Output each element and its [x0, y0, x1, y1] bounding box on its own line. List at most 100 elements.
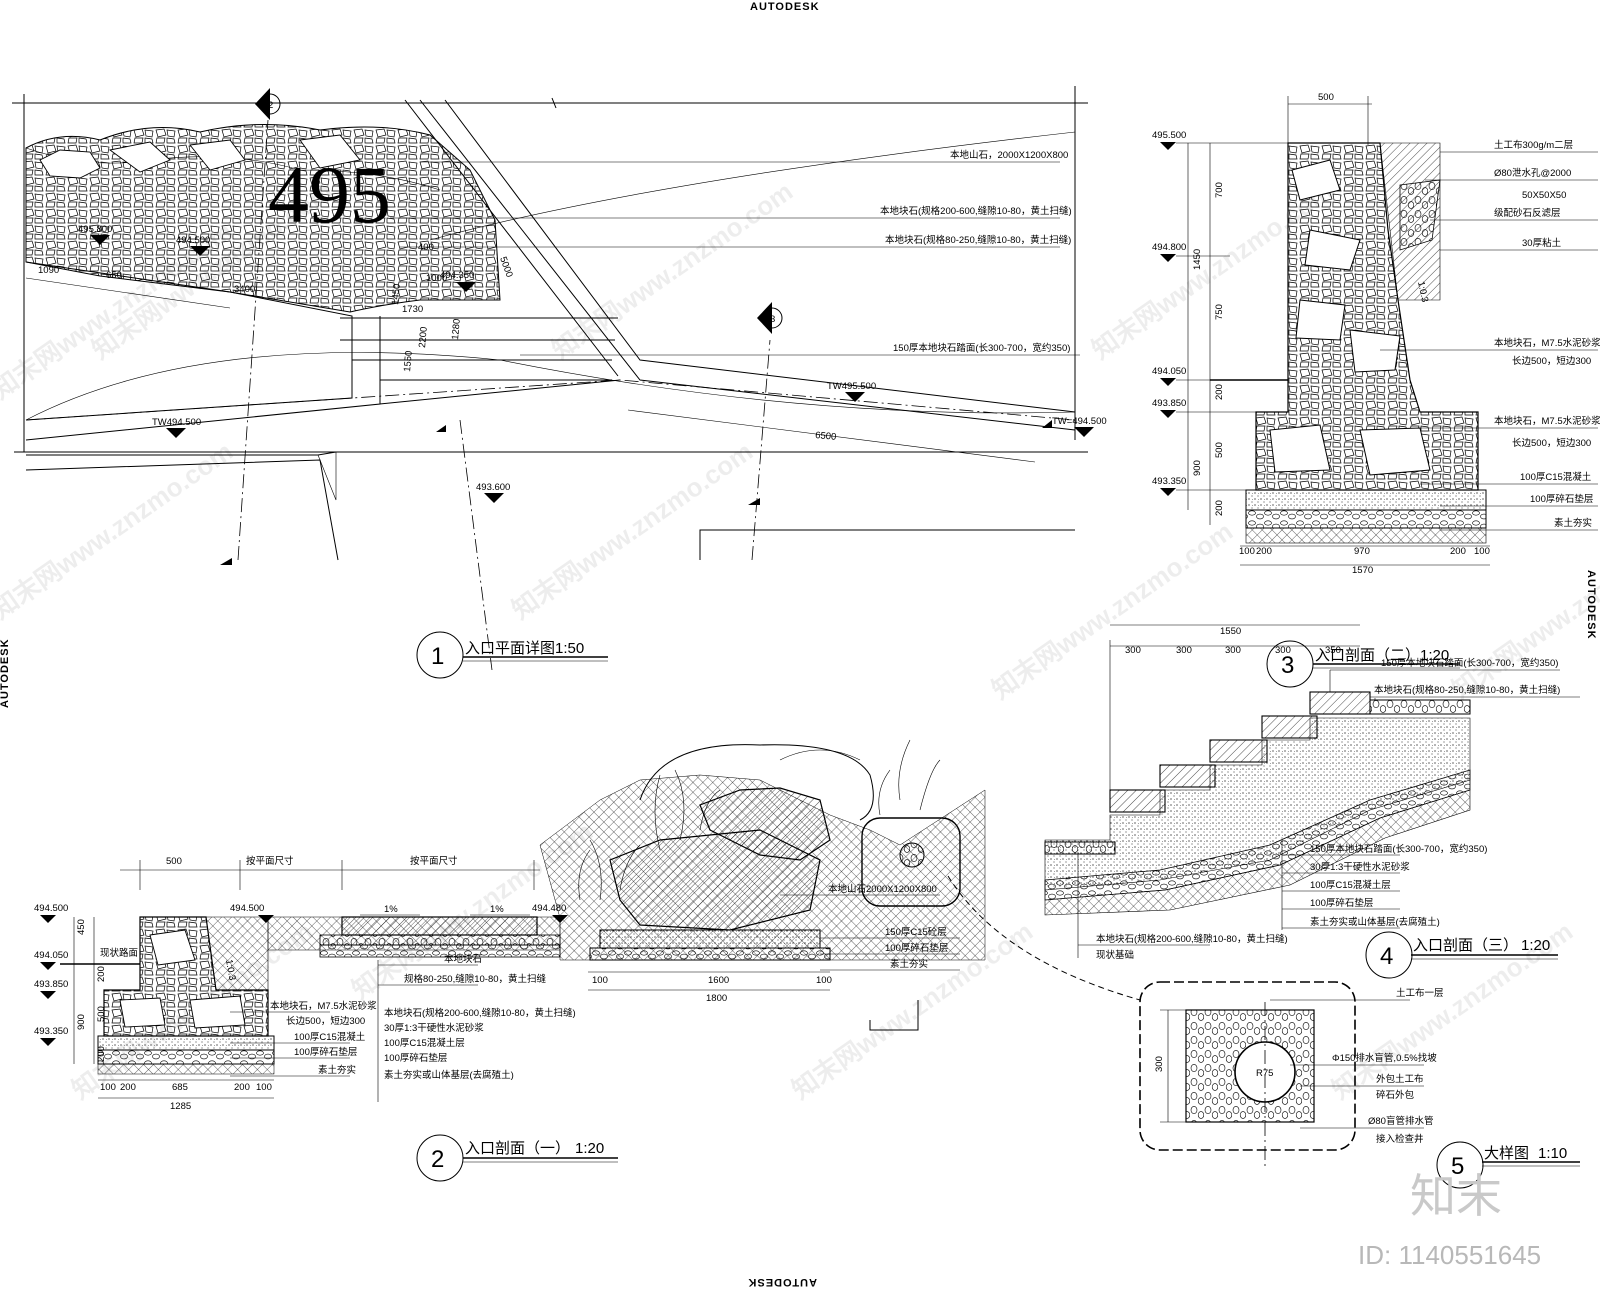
sec2-paving-note: 本地块石 [444, 953, 482, 965]
sec2-vdim: 500 [96, 1006, 107, 1022]
sec2-elev: 494.500 [34, 903, 68, 914]
autodesk-bottom: AUTODESK [747, 1276, 817, 1288]
sec2-paving-note: 100厚碎石垫层 [384, 1052, 447, 1064]
sec2-paving-note: 本地块石(规格200-600,缝隙10-80，黄土扫缝) [384, 1007, 576, 1019]
plan-dim: 650 [106, 270, 122, 281]
sec2-bdim: 100 [100, 1082, 116, 1093]
sec3-circle-no: 3 [1281, 652, 1294, 679]
section-three-drawing: 1550 300 300 300 300 350 150厚本地块石踏面(长300… [1044, 624, 1580, 979]
sec3-elev: 494.050 [1152, 366, 1186, 377]
sec3-vdim: 900 [1192, 460, 1203, 476]
plan-elev: TW494.500 [152, 417, 201, 428]
plan-dim: 1000 [426, 273, 447, 284]
sec2-bdim: 100 [256, 1082, 272, 1093]
sec4-title: 入口剖面（三） [1413, 937, 1518, 954]
brand-logo: 知末 [1410, 1170, 1502, 1222]
sec2-paving-note: 规格80-250,缝隙10-80，黄土扫缝 [404, 973, 547, 985]
plan-elev: 494.500 [176, 235, 210, 246]
autodesk-left: AUTODESK [0, 638, 11, 708]
sec4-dim: 300 [1225, 645, 1241, 656]
section-mark-3: 3 [770, 314, 775, 325]
sec3-note: 级配砂石反滤层 [1494, 207, 1561, 219]
sec2-paving-note: 30厚1:3干硬性水泥砂浆 [384, 1022, 484, 1034]
sec3-notes: 土工布300g/m二层 Ø80泄水孔@2000 50X50X50 级配砂石反滤层… [1380, 139, 1600, 531]
sec2-rock-notes: 150厚C15砼层 [885, 926, 947, 938]
plan-dim: 1090 [38, 265, 59, 276]
sec2-top-dim: 按平面尺寸 [410, 855, 458, 867]
sec3-vdim: 750 [1214, 304, 1225, 320]
section-two-drawing: 500 495.500 494.800 494.050 493.850 493.… [1152, 92, 1600, 688]
sec3-elev: 494.800 [1152, 242, 1186, 253]
sec5-note: 接入检查井 [1376, 1133, 1424, 1145]
sec4-dim: 300 [1275, 645, 1291, 656]
plan-note: 150厚本地块石踏面(长300-700，宽约350) [893, 342, 1070, 354]
sec3-vdim: 500 [1214, 442, 1225, 458]
sec4-note: 30厚1:3干硬性水泥砂浆 [1310, 861, 1410, 873]
sec3-bdim: 100 [1239, 546, 1255, 557]
plan-note: 本地山石，2000X1200X800 [950, 149, 1068, 161]
sec2-bdim: 685 [172, 1082, 188, 1093]
sec2-label: 1:0.3 [223, 959, 238, 982]
sec2-top-dim: 按平面尺寸 [246, 855, 294, 867]
sec3-note: 土工布300g/m二层 [1494, 139, 1573, 151]
sec4-dim: 300 [1176, 645, 1192, 656]
id-label: ID: 1140551645 [1358, 1240, 1541, 1270]
sec2-vdim: 200 [96, 1046, 107, 1062]
sec2-rock-total: 1800 [706, 993, 727, 1004]
sec4-top-note: 本地块石(规格80-250,缝隙10-80，黄土扫缝) [1374, 684, 1560, 696]
sec2-vdim: 450 [76, 919, 87, 935]
plan-scale: 1:50 [555, 640, 584, 657]
sec3-elev: 493.350 [1152, 476, 1186, 487]
sec3-note: 素土夯实 [1554, 517, 1592, 529]
plan-elev: TW495.500 [827, 381, 876, 392]
sec5-circle-no: 5 [1451, 1153, 1464, 1180]
sec2-label: 现状路面 [100, 947, 138, 959]
sec2-rock-notes: 100厚碎石垫层 [885, 942, 948, 954]
sec2-elev: 494.500 [230, 903, 264, 914]
sec2-circle-no: 2 [431, 1146, 444, 1173]
sec3-scale: 1:20 [1420, 647, 1449, 664]
sec2-elev: 493.350 [34, 1026, 68, 1037]
sec3-note: 本地块石，M7.5水泥砂浆 [1494, 337, 1600, 349]
plan-dim: 3400 [234, 284, 255, 295]
sec3-vdim: 200 [1214, 500, 1225, 516]
sec2-wall-note: 100厚C15混凝土 [294, 1031, 366, 1043]
plan-elev: 495.800 [78, 224, 112, 235]
sec5-radius: R75 [1256, 1068, 1273, 1079]
sec3-note: 100厚碎石垫层 [1530, 493, 1593, 505]
sec3-bdim: 970 [1354, 546, 1370, 557]
sec4-scale: 1:20 [1521, 937, 1550, 954]
sec2-rock-dim: 100 [592, 975, 608, 986]
sec3-slope: 1:0.3 [1415, 280, 1430, 303]
plan-dim: 400 [418, 242, 434, 253]
plan-dim: 1280 [450, 318, 463, 340]
sec3-note: 长边500，短边300 [1512, 355, 1591, 367]
sec2-wall-note: 长边500，短边300 [286, 1015, 365, 1027]
plan-note: 本地块石(规格80-250,缝隙10-80，黄土扫缝) [885, 234, 1071, 246]
sec5-height: 300 [1154, 1056, 1165, 1072]
plan-dim: 2200 [417, 326, 430, 348]
section-one-drawing: 500 按平面尺寸 按平面尺寸 494.500 494.050 493.850 … [34, 739, 1141, 1182]
detail-drawing: R75 300 土工布一层 Φ150排水盲管,0.5%找坡 外包土工布 碎石外包… [1139, 981, 1580, 1189]
sec5-note: 碎石外包 [1376, 1089, 1415, 1101]
sec3-bdim: 200 [1256, 546, 1272, 557]
sec2-scale: 1:20 [575, 1140, 604, 1157]
sec3-elev: 493.850 [1152, 398, 1186, 409]
sec3-total: 1570 [1352, 565, 1373, 576]
plan-note: 本地块石(规格200-600,缝隙10-80，黄土扫缝) [880, 205, 1072, 217]
sec2-rock-dim: 100 [816, 975, 832, 986]
sec2-top-dim: 500 [166, 856, 182, 867]
plan-title: 入口平面详图 [465, 640, 555, 657]
sec2-rock-dim: 1600 [708, 975, 729, 986]
sec4-base-note: 现状基础 [1096, 949, 1134, 961]
sec3-note: 30厚粘土 [1522, 237, 1562, 249]
sec4-note: 100厚碎石垫层 [1310, 897, 1373, 909]
autodesk-top: AUTODESK [750, 1, 820, 13]
sec4-note: 素土夯实或山体基层(去腐殖土) [1310, 916, 1440, 928]
sec2-bdim: 200 [234, 1082, 250, 1093]
sec2-paving-note: 素土夯实或山体基层(去腐殖土) [384, 1069, 514, 1081]
sec3-note: 长边500，短边300 [1512, 437, 1591, 449]
plan-dim: 1730 [402, 304, 423, 315]
sec2-vdim: 200 [96, 966, 107, 982]
sec2-elev: 494.050 [34, 950, 68, 961]
